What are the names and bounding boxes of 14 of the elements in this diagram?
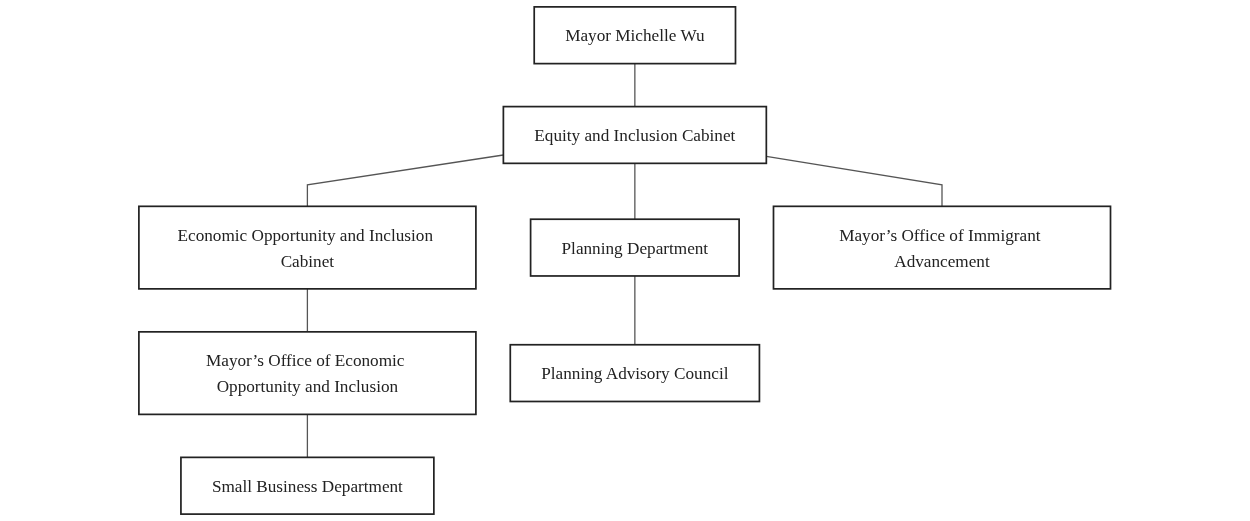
node-box: Small Business Department [180,456,435,515]
connector [307,413,309,458]
connector [634,62,636,108]
node-box: Planning Advisory Council [509,343,761,403]
node-box: Mayor’s Office of Economic Opportunity and Inclusion [138,331,478,416]
connector [634,275,636,346]
node-box: Equity and Inclusion Cabinet [502,105,768,165]
node-box: Mayor’s Office of Immigrant Advancement [772,205,1112,290]
node-box: Planning Department [530,218,741,277]
node-box: Economic Opportunity and Inclusion Cabinet [138,205,478,290]
node-box: Mayor Michelle Wu [533,6,737,65]
connector [307,288,309,333]
connector [766,155,943,207]
connector [634,162,636,220]
